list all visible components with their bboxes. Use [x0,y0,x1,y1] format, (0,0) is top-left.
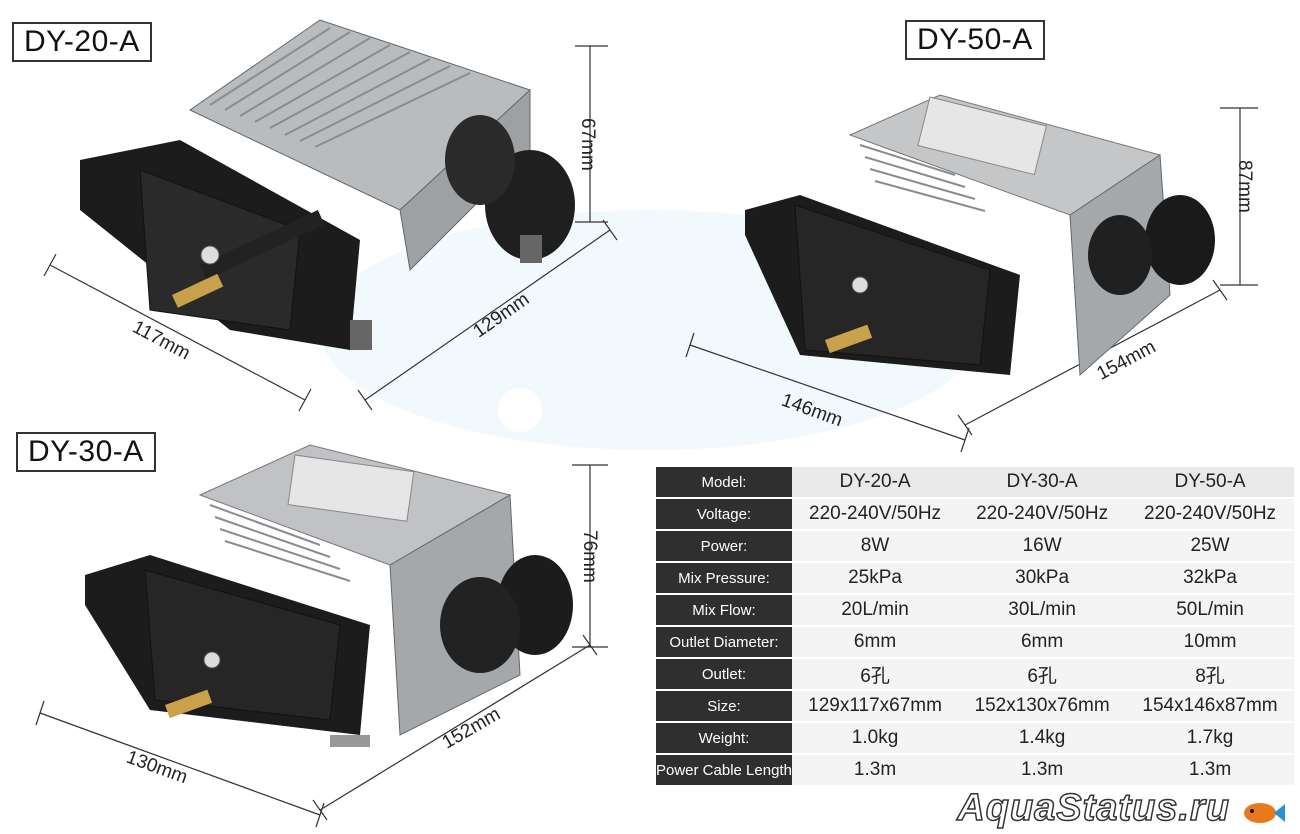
spec-cell: 30L/min [958,595,1127,625]
spec-cell: 8W [791,531,959,561]
spec-cell: 6孔 [791,659,959,689]
spec-cell: 30kPa [958,563,1127,593]
spec-row-label: Mix Pressure: [656,563,792,593]
fish-icon [1244,803,1285,823]
spec-cell: 1.7kg [1126,723,1294,753]
spec-header-cell: DY-30-A [958,467,1127,497]
spec-header-label: Model: [656,467,792,497]
spec-cell: 6孔 [958,659,1127,689]
spec-cell: 10mm [1126,627,1294,657]
spec-cell: 25W [1126,531,1294,561]
model-label-dy30: DY-30-A [16,432,156,472]
spec-row-label: Weight: [656,723,792,753]
spec-cell: 32kPa [1126,563,1294,593]
spec-cell: 220-240V/50Hz [1126,499,1294,529]
spec-cell: 1.3m [791,755,959,785]
spec-table-row: Voltage: 220-240V/50Hz 220-240V/50Hz 220… [656,499,1294,529]
spec-cell: 20L/min [791,595,959,625]
spec-cell: 1.0kg [791,723,959,753]
spec-header-cell: DY-50-A [1126,467,1294,497]
spec-row-label: Voltage: [656,499,792,529]
spec-table-row: Outlet: 6孔 6孔 8孔 [656,659,1294,689]
spec-row-label: Size: [656,691,792,721]
pump-image-dy20 [80,19,575,350]
spec-table-row: Outlet Diameter: 6mm 6mm 10mm [656,627,1294,657]
spec-table-row: Weight: 1.0kg 1.4kg 1.7kg [656,723,1294,753]
spec-table-row: Power: 8W 16W 25W [656,531,1294,561]
spec-row-label: Power Cable Length [656,755,792,785]
spec-table-row: Size: 129x117x67mm 152x130x76mm 154x146x… [656,691,1294,721]
spec-row-label: Mix Flow: [656,595,792,625]
spec-cell: 25kPa [791,563,959,593]
spec-cell: 8孔 [1126,659,1294,689]
spec-table-row: Mix Flow: 20L/min 30L/min 50L/min [656,595,1294,625]
watermark-logo: AquaStatus.ru [957,786,1230,830]
pump-image-dy30 [85,444,573,747]
dy30-height-label: 76mm [579,530,600,583]
spec-cell: 220-240V/50Hz [958,499,1127,529]
dy50-height-label: 87mm [1234,160,1255,213]
model-label-dy50: DY-50-A [905,20,1045,60]
spec-cell: 50L/min [1126,595,1294,625]
spec-table: Model: DY-20-A DY-30-A DY-50-A Voltage: … [656,465,1294,787]
spec-row-label: Outlet Diameter: [656,627,792,657]
spec-cell: 1.3m [1126,755,1294,785]
spec-table-row: Mix Pressure: 25kPa 30kPa 32kPa [656,563,1294,593]
model-label-dy20: DY-20-A [12,22,152,62]
spec-cell: 6mm [958,627,1127,657]
dy20-height-label: 67mm [577,118,598,171]
spec-cell: 129x117x67mm [791,691,959,721]
spec-table-header-row: Model: DY-20-A DY-30-A DY-50-A [656,467,1294,497]
spec-row-label: Power: [656,531,792,561]
spec-cell: 154x146x87mm [1126,691,1294,721]
spec-cell: 1.3m [958,755,1127,785]
spec-cell: 6mm [791,627,959,657]
spec-cell: 152x130x76mm [958,691,1127,721]
spec-cell: 16W [958,531,1127,561]
spec-cell: 1.4kg [958,723,1127,753]
pump-image-dy50 [745,94,1215,377]
spec-row-label: Outlet: [656,659,792,689]
spec-table-row: Power Cable Length 1.3m 1.3m 1.3m [656,755,1294,785]
spec-cell: 220-240V/50Hz [791,499,959,529]
spec-header-cell: DY-20-A [791,467,959,497]
